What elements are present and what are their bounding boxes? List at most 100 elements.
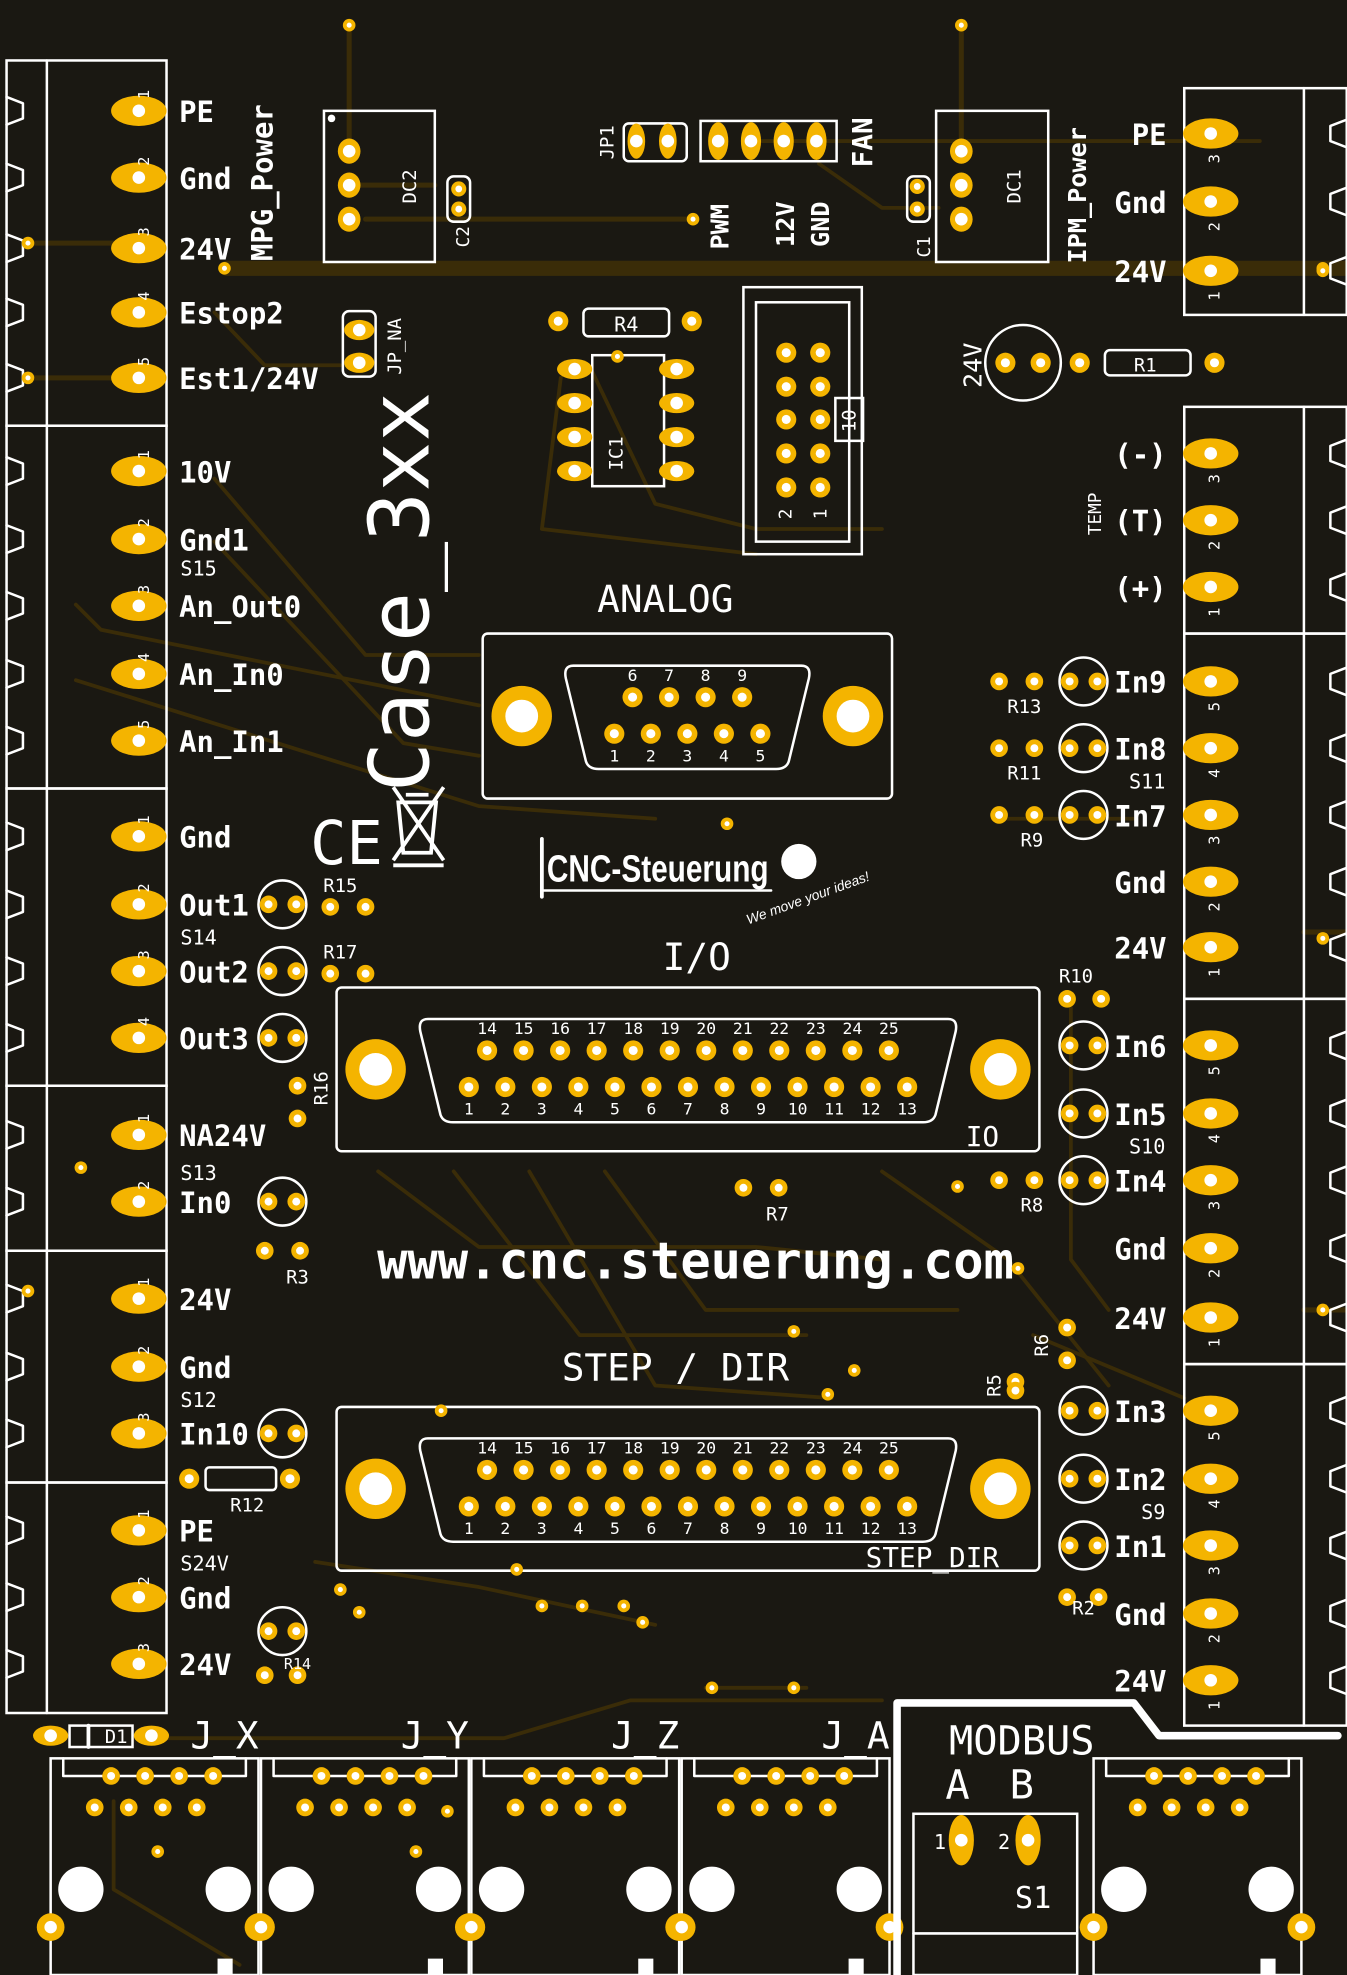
terminal-notch — [5, 1515, 25, 1546]
ic1-drill — [670, 362, 683, 376]
terminal-label: (T) — [1114, 505, 1166, 539]
right-terminal-15-drill — [1204, 1311, 1218, 1324]
pin-number: 3 — [135, 585, 153, 594]
left-terminal-6-drill — [132, 532, 146, 546]
pin-number: 20 — [696, 1019, 716, 1038]
rj45-pin-drill — [351, 1772, 360, 1780]
r11-drill — [1030, 744, 1039, 753]
pin-number: 1 — [1206, 968, 1224, 977]
analog-pin-drill — [755, 729, 765, 739]
left-terminal-block — [5, 1481, 168, 1715]
right-terminal-16-drill — [1204, 1404, 1218, 1418]
io-pin-drill — [811, 1045, 821, 1056]
pin-number: 2 — [1206, 541, 1224, 550]
pin-number: 10 — [788, 1100, 808, 1119]
trace — [1069, 1005, 1111, 1312]
rj45-marker — [1260, 1958, 1276, 1975]
io-pin-drill — [902, 1082, 912, 1092]
group-label: S24V — [180, 1552, 229, 1576]
terminal-notch — [5, 590, 25, 621]
rj45-shield-drill — [254, 1920, 268, 1934]
via-drill — [958, 22, 964, 28]
pin-number: 1 — [135, 90, 153, 99]
io-pin-drill — [829, 1082, 839, 1092]
optocoupler-outline — [1058, 789, 1109, 841]
dc2-drill — [342, 144, 356, 158]
optocoupler-outline — [257, 1605, 308, 1657]
rj45-pin-drill — [511, 1803, 520, 1812]
rj45-shield-drill — [1295, 1920, 1308, 1934]
io-pin-drill — [646, 1082, 656, 1092]
via-drill — [539, 1603, 545, 1609]
c1-drill — [913, 183, 921, 190]
led-24v-drill — [1000, 358, 1010, 368]
terminal-label: In5 — [1114, 1098, 1166, 1132]
terminal-notch — [5, 1648, 25, 1680]
pin-number: 1 — [135, 1509, 153, 1518]
r9-drill — [1030, 810, 1039, 819]
terminal-label: 24V — [179, 232, 231, 266]
via-drill — [221, 265, 227, 271]
via-drill — [78, 1165, 84, 1171]
rj45-outline — [1092, 1757, 1303, 1975]
pin-number: 9 — [756, 1519, 766, 1538]
r10-drill — [1063, 994, 1072, 1003]
header-pin2-label: 2 — [776, 509, 796, 520]
via-drill — [791, 1685, 797, 1691]
analog-pin-drill — [646, 729, 656, 739]
io-pin-drill — [683, 1082, 693, 1092]
rj45-pin-drill — [527, 1772, 536, 1780]
pin-number: 13 — [897, 1100, 917, 1119]
terminal-notch — [5, 455, 25, 487]
pin-number: 24 — [843, 1019, 863, 1038]
jp-na-drill — [352, 323, 366, 337]
s1-drill — [955, 1833, 968, 1847]
pin-number: 3 — [1206, 154, 1224, 163]
step_dir-pin-drill — [811, 1465, 821, 1475]
left-terminal-5-drill — [132, 464, 146, 478]
right-terminal-20-drill — [1204, 1673, 1218, 1687]
terminal-label: 24V — [179, 1283, 231, 1317]
pin-number: 4 — [1206, 769, 1224, 778]
dc2-drill — [342, 178, 356, 192]
rj45-pin-drill — [124, 1803, 133, 1812]
terminal-notch — [1329, 733, 1347, 764]
left-terminal-0-drill — [132, 104, 146, 118]
optocoupler-outline — [1058, 1385, 1109, 1436]
optocoupler-outline — [1058, 1453, 1109, 1504]
s1-outline — [912, 1812, 1079, 1975]
via-drill — [1320, 1307, 1326, 1313]
r8-drill — [1030, 1176, 1039, 1185]
pin-number: 8 — [720, 1519, 730, 1538]
via-drill — [579, 1603, 585, 1609]
right-terminal-3-drill — [1204, 447, 1218, 460]
via-drill — [25, 240, 31, 246]
hdr-drill — [781, 348, 791, 358]
r4-label: R4 — [614, 312, 638, 336]
c2-drill — [455, 185, 463, 193]
via-drill — [514, 1566, 520, 1572]
terminal-notch — [1329, 1233, 1347, 1264]
rj45-pin-drill — [1167, 1803, 1176, 1812]
trace — [602, 1169, 960, 1312]
dc1-label: DC1 — [1004, 169, 1026, 203]
rj45-pin-drill — [107, 1772, 116, 1780]
pin-number: 16 — [550, 1439, 570, 1458]
pin-number: 1 — [1206, 608, 1224, 617]
step_dir-pin-drill — [902, 1501, 912, 1511]
optocoupler-outline — [257, 945, 308, 997]
rj45-pin-drill — [806, 1772, 815, 1780]
io-pin-drill — [738, 1045, 748, 1056]
group-label: S14 — [180, 926, 216, 950]
pin-number: 2 — [500, 1519, 510, 1538]
opto-drill — [1093, 1541, 1102, 1550]
r4-drill — [553, 316, 563, 326]
opto-drill — [1065, 1109, 1074, 1118]
rj45-tab — [693, 1757, 879, 1778]
r12-label: R12 — [230, 1494, 264, 1516]
mount-hole-drill — [983, 1472, 1017, 1506]
r1-drill — [1075, 358, 1085, 368]
terminal-notch — [1329, 1395, 1347, 1426]
r1-drill — [1209, 358, 1220, 368]
rj45-pin-drill — [403, 1803, 412, 1812]
